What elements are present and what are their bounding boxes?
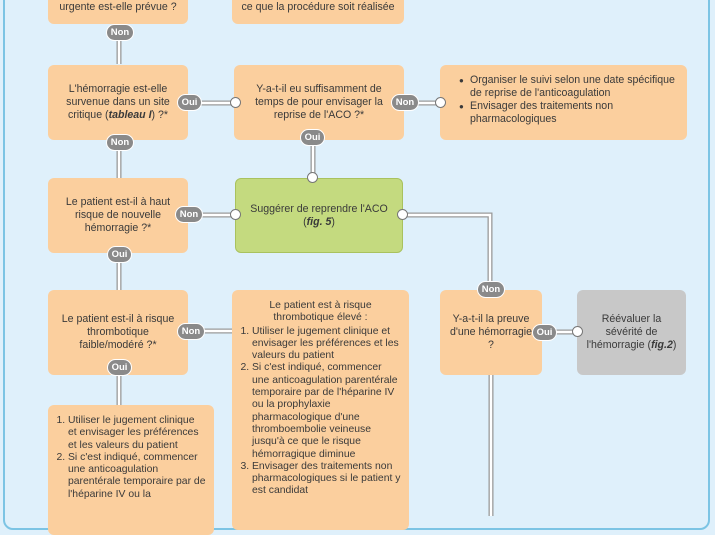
low-risk-item: Utiliser le jugement clinique et envisag… [68,415,206,452]
no-tag: Non [177,323,205,340]
no-tag: Non [175,206,203,223]
connector-dot [435,97,446,108]
connector-dot [230,209,241,220]
high-thrombotic-item: Envisager des traitements non pharmacolo… [252,461,401,498]
no-tag: Non [477,281,505,298]
yes-tag: Oui [300,129,325,146]
box-enough-time: Y-a-t-il eu suffisamment de temps de pou… [234,65,404,140]
box-critical-site: L'hémorragie est-elle survenue dans un s… [48,65,188,140]
yes-tag: Oui [107,246,132,263]
yes-tag: Oui [177,94,202,111]
connector-dot [572,326,583,337]
box-procedure-done: ce que la procédure soit réalisée [232,0,404,24]
box-reevaluate-severity: Réévaluer la sévérité de l'hémorragie (f… [577,290,686,375]
high-thrombotic-item: Utiliser le jugement clinique et envisag… [252,326,401,363]
no-tag: Non [106,24,134,41]
no-tag: Non [106,134,134,151]
box-organize-followup: Organiser le suivi selon une date spécif… [440,65,687,140]
box-suggest-resume: Suggérer de reprendre l'ACO (fig. 5) [235,178,403,253]
connector-dot [230,97,241,108]
no-tag: Non [391,94,419,111]
connector-dot [397,209,408,220]
box-proof-of-bleeding: Y-a-t-il la preuve d'une hémorragie ? [440,290,542,375]
high-thrombotic-item: Si c'est indiqué, commencer une anticoag… [252,362,401,460]
low-risk-item: Si c'est indiqué, commencer une anticoag… [68,452,206,501]
box-low-risk-instructions: Utiliser le jugement clinique et envisag… [48,405,214,535]
organize-item: Envisager des traitements non pharmacolo… [459,100,677,126]
yes-tag: Oui [107,359,132,376]
box-high-thrombotic-risk: Le patient est à risque thrombotique éle… [232,290,409,530]
high-thrombotic-title: Le patient est à risque thrombotique éle… [269,300,372,324]
connector-dot [307,172,318,183]
box-urgent-procedure: urgente est-elle prévue ? [48,0,188,24]
box-high-bleeding-risk: Le patient est-il à haut risque de nouve… [48,178,188,253]
organize-item: Organiser le suivi selon une date spécif… [459,74,677,100]
yes-tag: Oui [532,324,557,341]
